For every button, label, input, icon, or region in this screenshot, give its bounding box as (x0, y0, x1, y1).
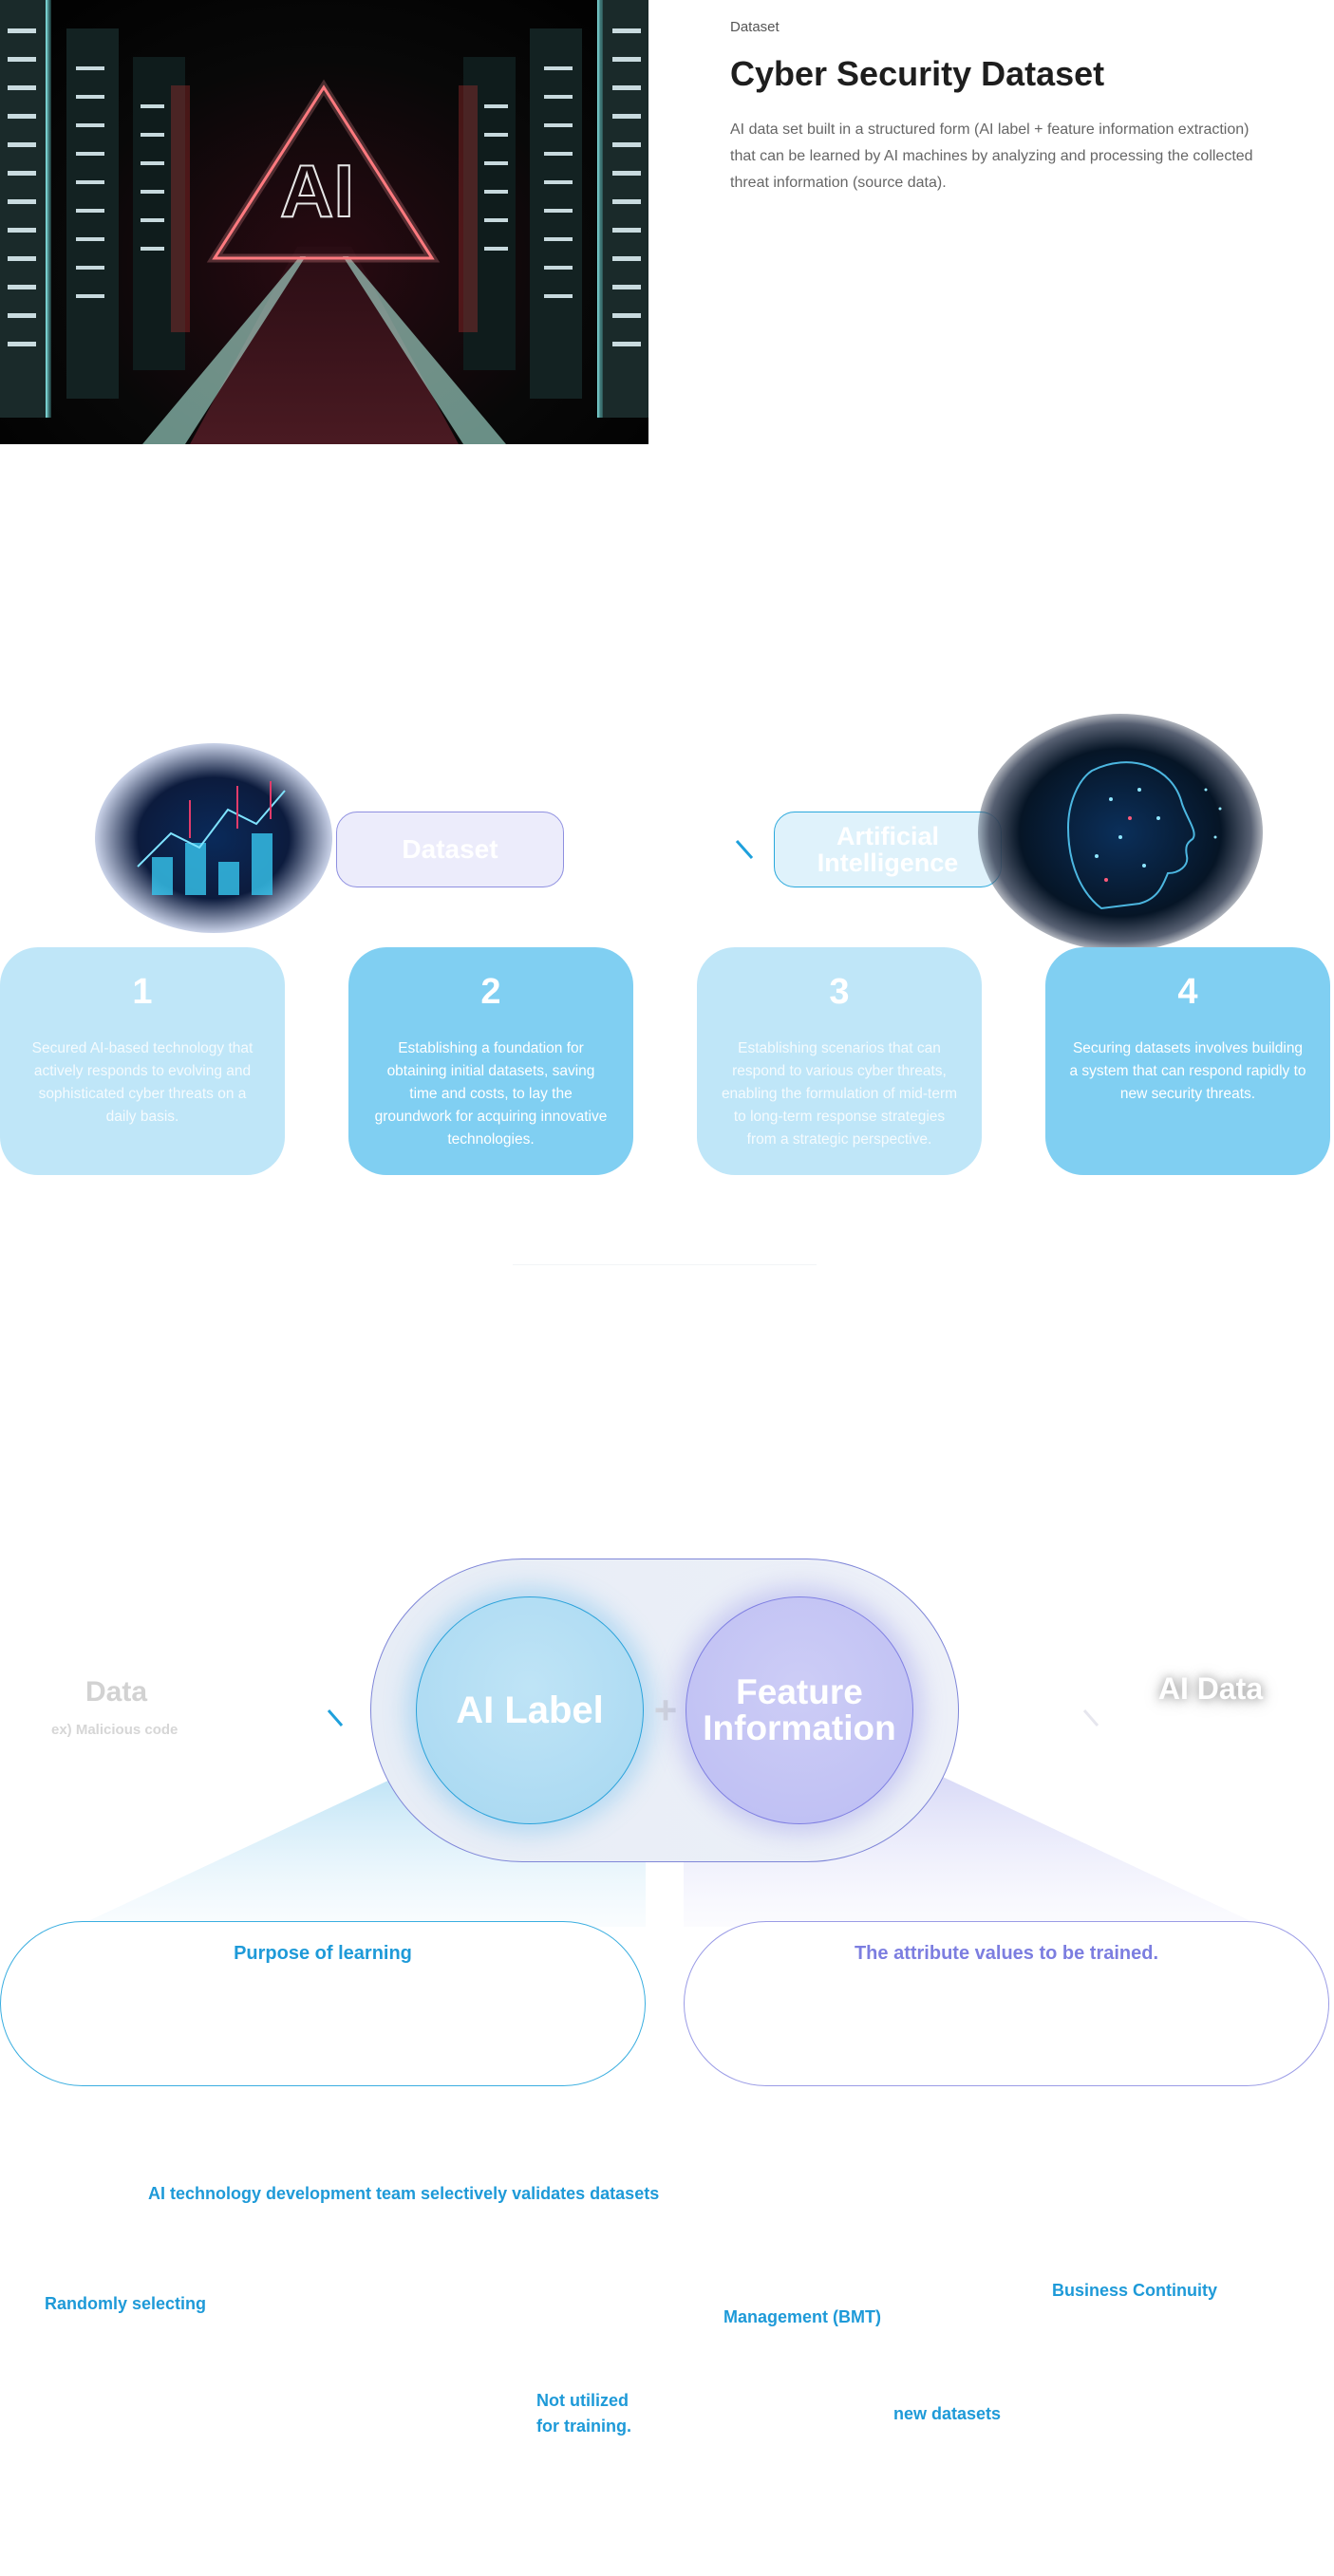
attribute-values-box: The attribute values to be trained. (684, 1921, 1329, 2086)
purpose-of-learning-box: Purpose of learning (0, 1921, 646, 2086)
hero-text-block: Dataset Cyber Security Dataset AI data s… (730, 19, 1262, 196)
section-divider (513, 1264, 817, 1265)
financial-chart-orb-image (95, 743, 332, 933)
card-number: 1 (132, 972, 153, 1012)
random-selection-note: Randomly selecting (45, 2294, 207, 2313)
benefit-cards: 1 Secured AI-based technology that activ… (0, 947, 1334, 1177)
input-data-example: ex) Malicious code (51, 1722, 178, 1738)
hero-description: AI data set built in a structured form (… (730, 121, 1253, 191)
section-eyebrow: Dataset (730, 19, 780, 35)
ai-label-circle: AI Label (416, 1596, 644, 1824)
arrow-right-icon (585, 840, 754, 860)
card-number: 3 (829, 972, 850, 1012)
digital-head-illustration (1066, 761, 1222, 910)
new-datasets-note: new datasets (893, 2404, 1002, 2423)
plus-icon: + (653, 1688, 678, 1732)
server-corridor-image: AI (0, 0, 648, 444)
benefit-card-4: 4 Securing datasets involves building a … (1045, 947, 1330, 1175)
artificial-intelligence-pill: Artificial Intelligence (774, 812, 1002, 887)
card-text: Secured AI-based technology that activel… (31, 1040, 254, 1125)
business-continuity-note: Business Continuity (1052, 2281, 1218, 2300)
bar-chart-illustration (137, 781, 286, 895)
benefit-card-1: 1 Secured AI-based technology that activ… (0, 947, 285, 1175)
output-arrow-icon (986, 1709, 1099, 1727)
ai-head-orb-image (978, 714, 1263, 951)
input-arrow-icon (230, 1709, 344, 1727)
purpose-of-learning-title: Purpose of learning (234, 1943, 412, 1964)
bmt-note: Management (BMT) (723, 2307, 881, 2326)
card-text: Securing datasets involves building a sy… (1069, 1040, 1306, 1102)
feature-information-circle: Feature Information (686, 1596, 913, 1824)
card-text: Establishing scenarios that can respond … (721, 1040, 958, 1148)
output-ai-data-label: AI Data (1157, 1671, 1264, 1706)
benefit-card-3: 3 Establishing scenarios that can respon… (697, 947, 982, 1175)
card-number: 2 (480, 972, 501, 1012)
validation-note: AI technology development team selective… (148, 2184, 660, 2203)
server-corridor-illustration: AI (0, 0, 648, 444)
not-utilized-note: Not utilized for training. (536, 2391, 631, 2436)
dataset-pill: Dataset (336, 812, 564, 887)
page-title: Cyber Security Dataset (730, 54, 1105, 93)
ai-neon-text: AI (280, 149, 354, 233)
card-number: 4 (1177, 972, 1198, 1012)
attribute-values-title: The attribute values to be trained. (854, 1943, 1159, 1964)
card-text: Establishing a foundation for obtaining … (374, 1040, 608, 1148)
benefit-card-2: 2 Establishing a foundation for obtainin… (348, 947, 633, 1175)
input-data-label: Data (85, 1676, 148, 1708)
